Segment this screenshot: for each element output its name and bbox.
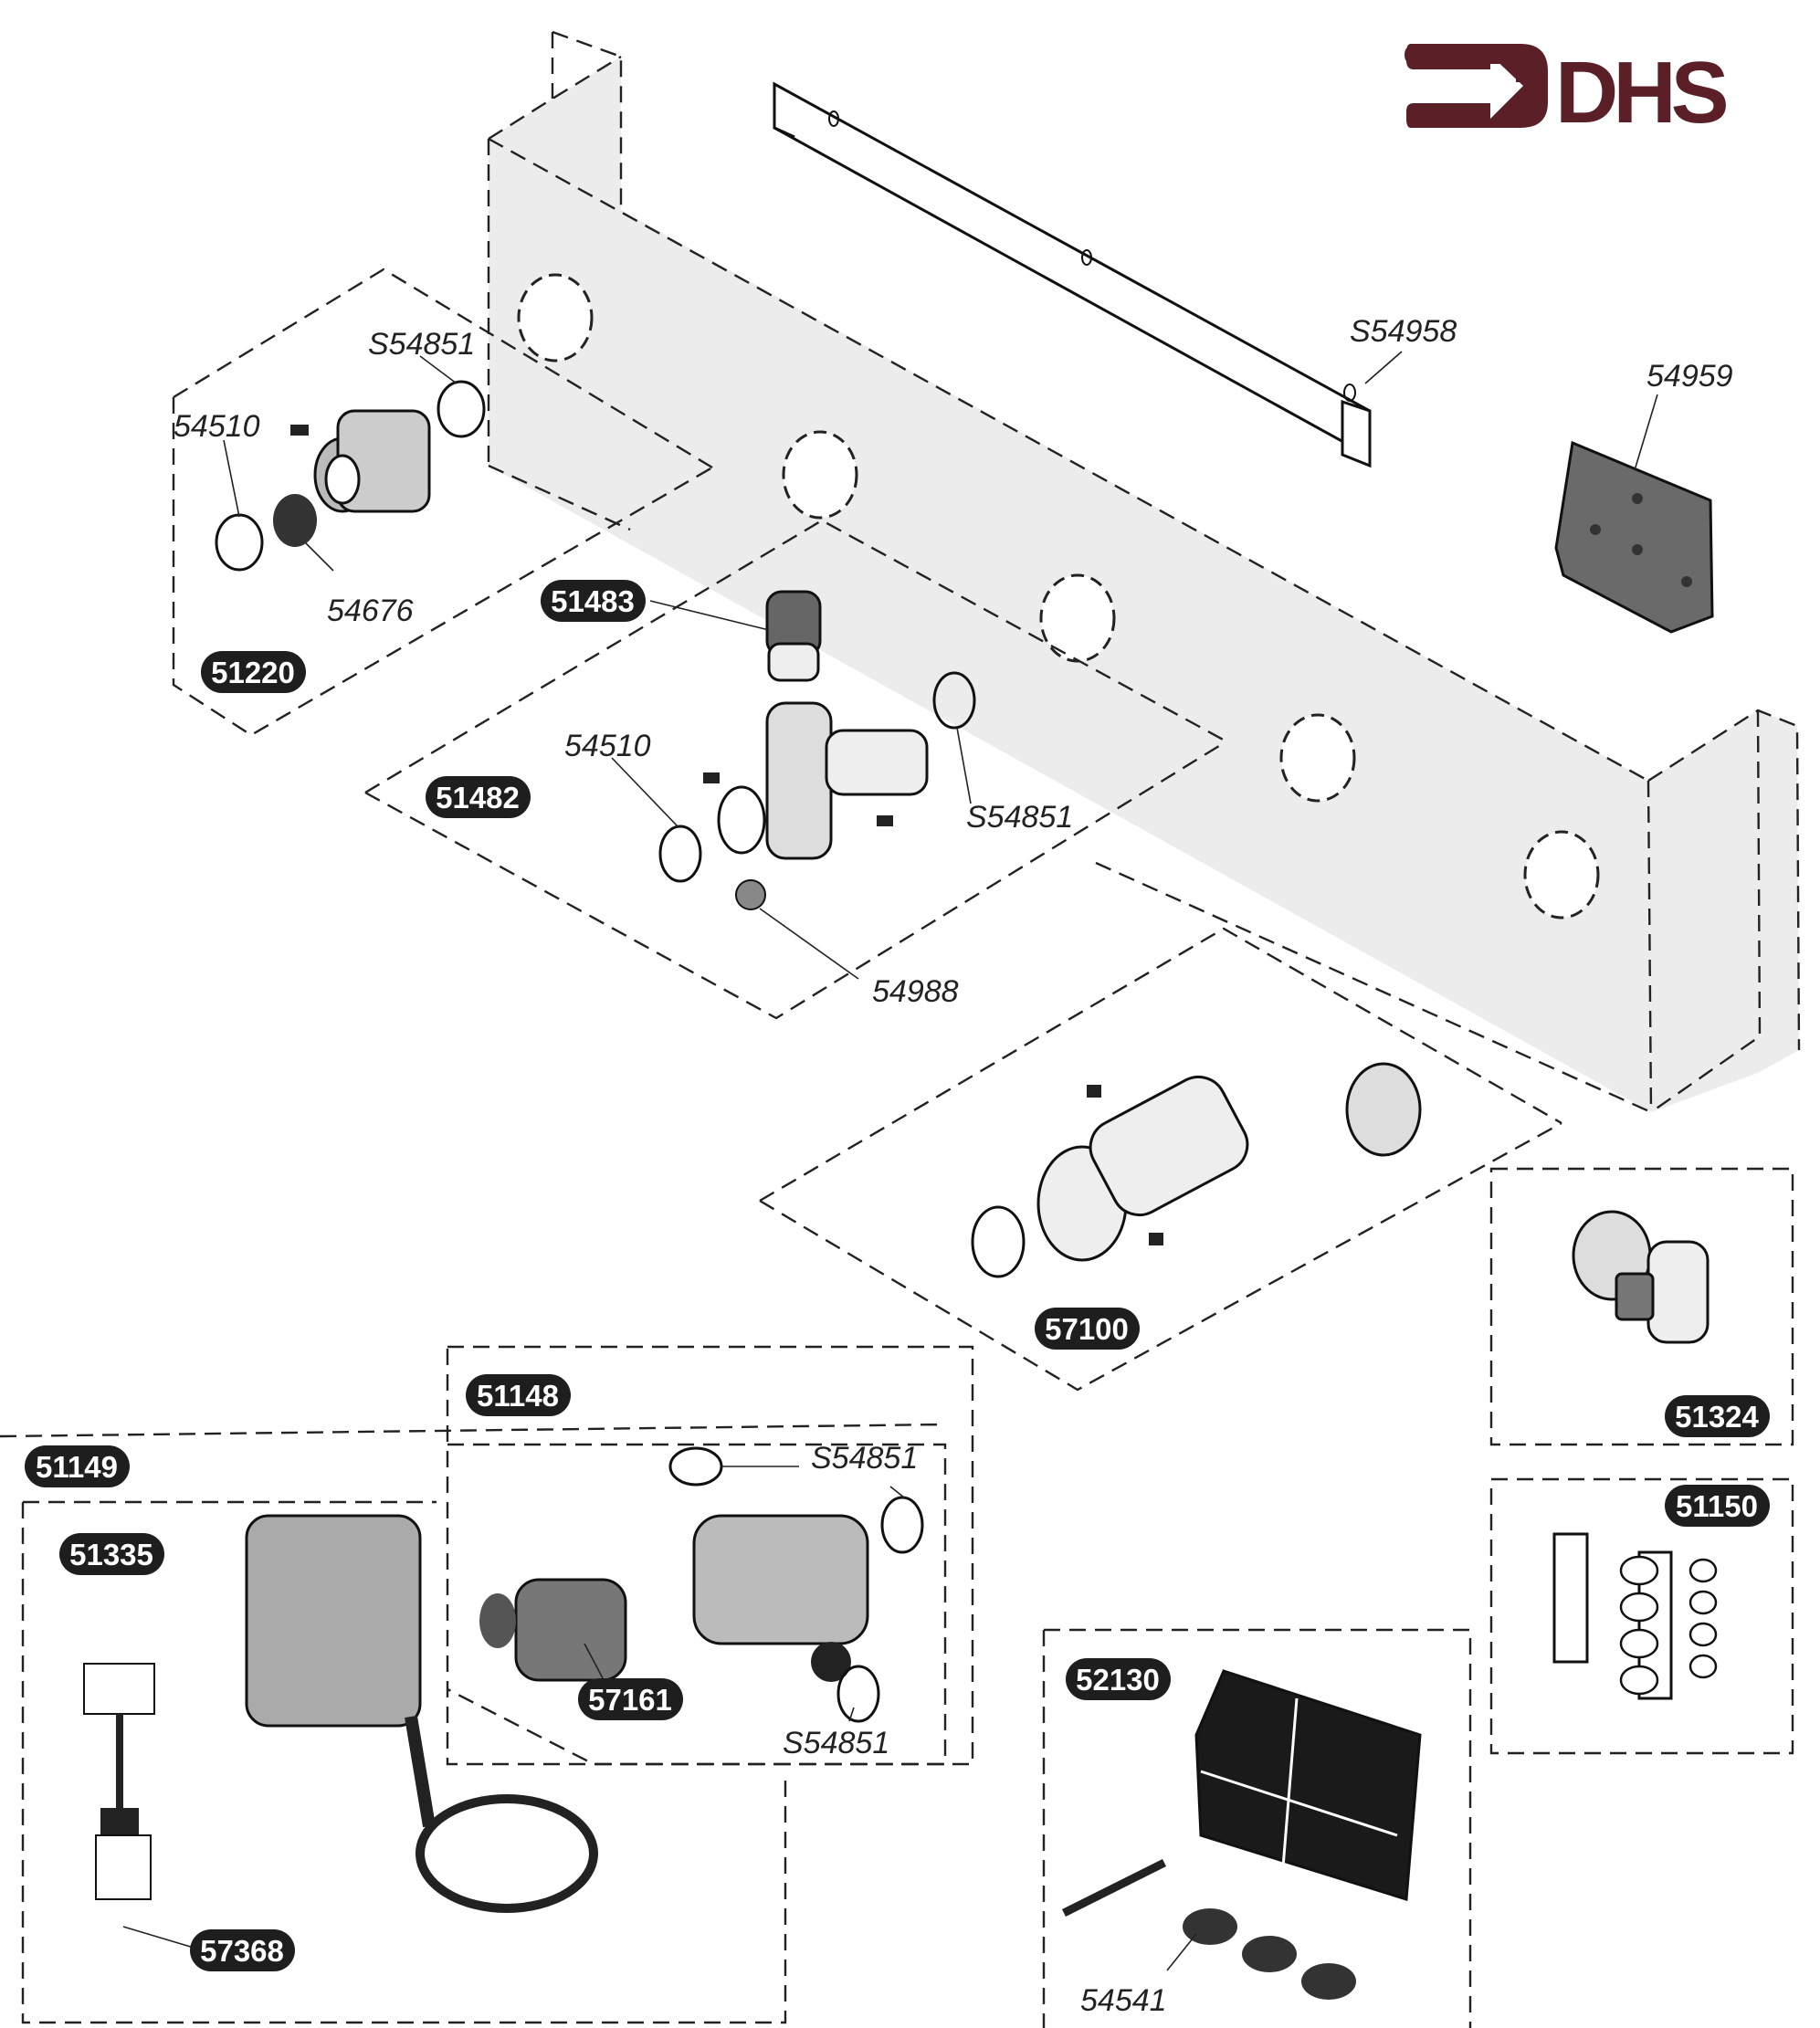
logo-text: DHS (1555, 44, 1727, 142)
rail-bracket-S54958 (773, 81, 1372, 468)
panel-hole (782, 430, 858, 520)
callout-54959: 54959 (1646, 359, 1733, 394)
kit-badge-57161[interactable]: 57161 (578, 1678, 683, 1720)
callout-S54958: S54958 (1350, 314, 1457, 349)
wall-jig-panel (487, 30, 1801, 1114)
kit-badge-51220[interactable]: 51220 (201, 651, 306, 693)
callout-S54851: S54851 (783, 1726, 889, 1760)
badge-label: 57161 (588, 1683, 672, 1717)
kit-51324-group (1489, 1167, 1794, 1446)
panel-hole (1279, 713, 1356, 803)
badge-label: 57100 (1045, 1312, 1129, 1346)
leader-lines (122, 351, 1658, 1971)
callouts: 54510 S54851 54676 54510 S54851 54988 S5… (174, 314, 1733, 2018)
callout-S54851: S54851 (966, 800, 1073, 835)
kit-51150-group (1489, 1477, 1794, 1755)
panel-hole (1039, 573, 1116, 663)
kit-badge-51483[interactable]: 51483 (541, 580, 646, 622)
callout-54510: 54510 (564, 729, 651, 763)
callout-54541: 54541 (1080, 1983, 1167, 2018)
kit-badge-51335[interactable]: 51335 (59, 1533, 164, 1575)
kit-badge-51482[interactable]: 51482 (426, 776, 531, 818)
badge-label: 51324 (1675, 1400, 1759, 1434)
panel-hole (517, 273, 594, 363)
kit-badge-51148[interactable]: 51148 (466, 1374, 571, 1416)
badge-label: 57368 (200, 1934, 284, 1968)
kit-badges: 51220 51483 51482 57100 51324 51150 5114… (25, 580, 1770, 1971)
kit-57100-group (759, 927, 1562, 1392)
callout-S54851: S54851 (368, 327, 475, 362)
kit-badge-51324[interactable]: 51324 (1665, 1395, 1770, 1437)
kit-badge-51150[interactable]: 51150 (1665, 1485, 1770, 1527)
callout-S54851: S54851 (811, 1441, 918, 1476)
badge-label: 51149 (36, 1450, 118, 1484)
kit-badge-57100[interactable]: 57100 (1035, 1308, 1140, 1350)
callout-54988: 54988 (872, 974, 959, 1009)
kit-badge-51149[interactable]: 51149 (25, 1445, 130, 1487)
callout-54510: 54510 (174, 409, 260, 444)
panel-hole (1523, 830, 1600, 919)
badge-label: 51482 (436, 781, 520, 814)
badge-label: 51148 (477, 1379, 559, 1413)
callout-54676: 54676 (327, 594, 414, 628)
kit-51220-group (172, 268, 713, 737)
badge-label: 52130 (1076, 1663, 1160, 1697)
kit-badge-57368[interactable]: 57368 (190, 1929, 295, 1971)
badge-label: 51220 (211, 656, 295, 689)
dhs-logo: DHS (1404, 44, 1732, 142)
plate-54959 (1554, 440, 1714, 634)
kit-51482-group (364, 519, 1227, 1020)
kit-52130-group (1042, 1628, 1472, 2028)
badge-label: 51335 (69, 1538, 153, 1571)
badge-label: 51150 (1676, 1489, 1758, 1523)
badge-label: 51483 (551, 584, 635, 618)
kit-51149-group (0, 1423, 946, 2024)
kit-badge-52130[interactable]: 52130 (1066, 1658, 1171, 1700)
